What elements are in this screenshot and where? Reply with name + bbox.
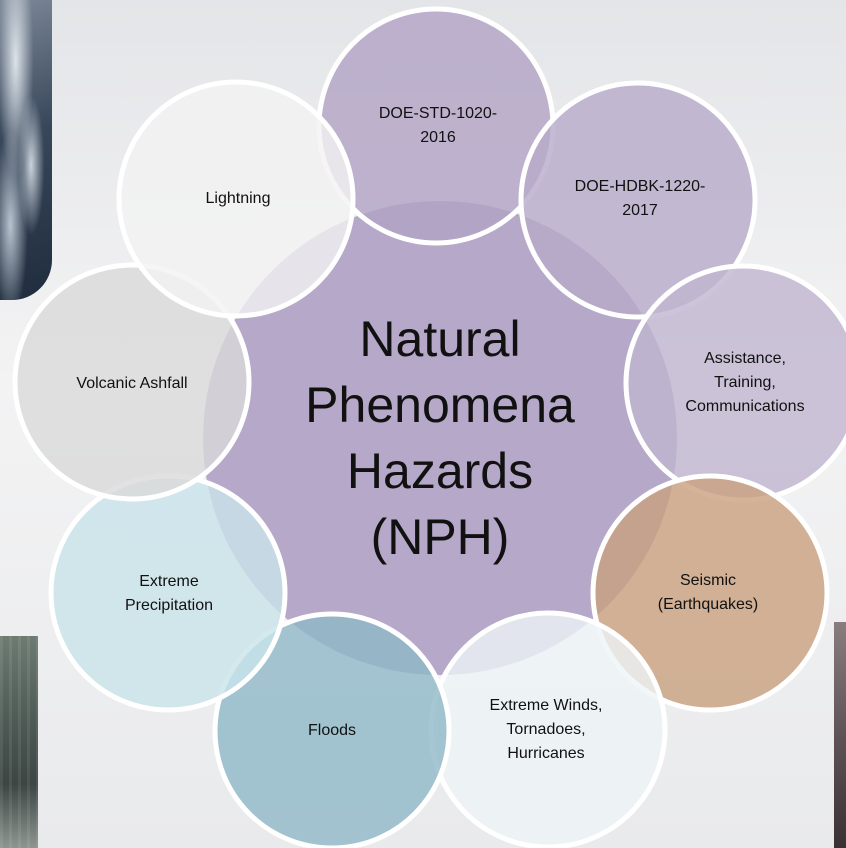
node-label-floods: Floods: [307, 722, 357, 739]
node-circle-volcanic: [12, 262, 252, 502]
node-label-seismic: Seismic (Earthquakes): [657, 572, 759, 613]
node-circle-seismic: [590, 473, 830, 713]
node-label-assistance: Assistance, Training, Communications: [685, 350, 805, 415]
node-label-doe-std: DOE-STD-1020- 2016: [378, 105, 498, 146]
node-circle-doe-hdbk: [518, 80, 758, 320]
node-label-doe-hdbk: DOE-HDBK-1220- 2017: [574, 178, 706, 219]
node-label-precipitation: Extreme Precipitation: [124, 573, 214, 614]
industrial-photo: [0, 636, 38, 848]
node-circle-lightning: [116, 79, 356, 319]
node-label-lightning: Lightning: [205, 190, 271, 207]
center-circle: [203, 201, 677, 675]
satellite-photo: [0, 0, 52, 300]
center-title: Natural Phenomena Hazards (NPH): [305, 311, 575, 565]
node-label-winds: Extreme Winds, Tornadoes, Hurricanes: [489, 697, 603, 762]
node-circle-floods: [212, 611, 452, 848]
node-label-volcanic: Volcanic Ashfall: [76, 375, 188, 392]
storm-photo: [834, 622, 846, 848]
